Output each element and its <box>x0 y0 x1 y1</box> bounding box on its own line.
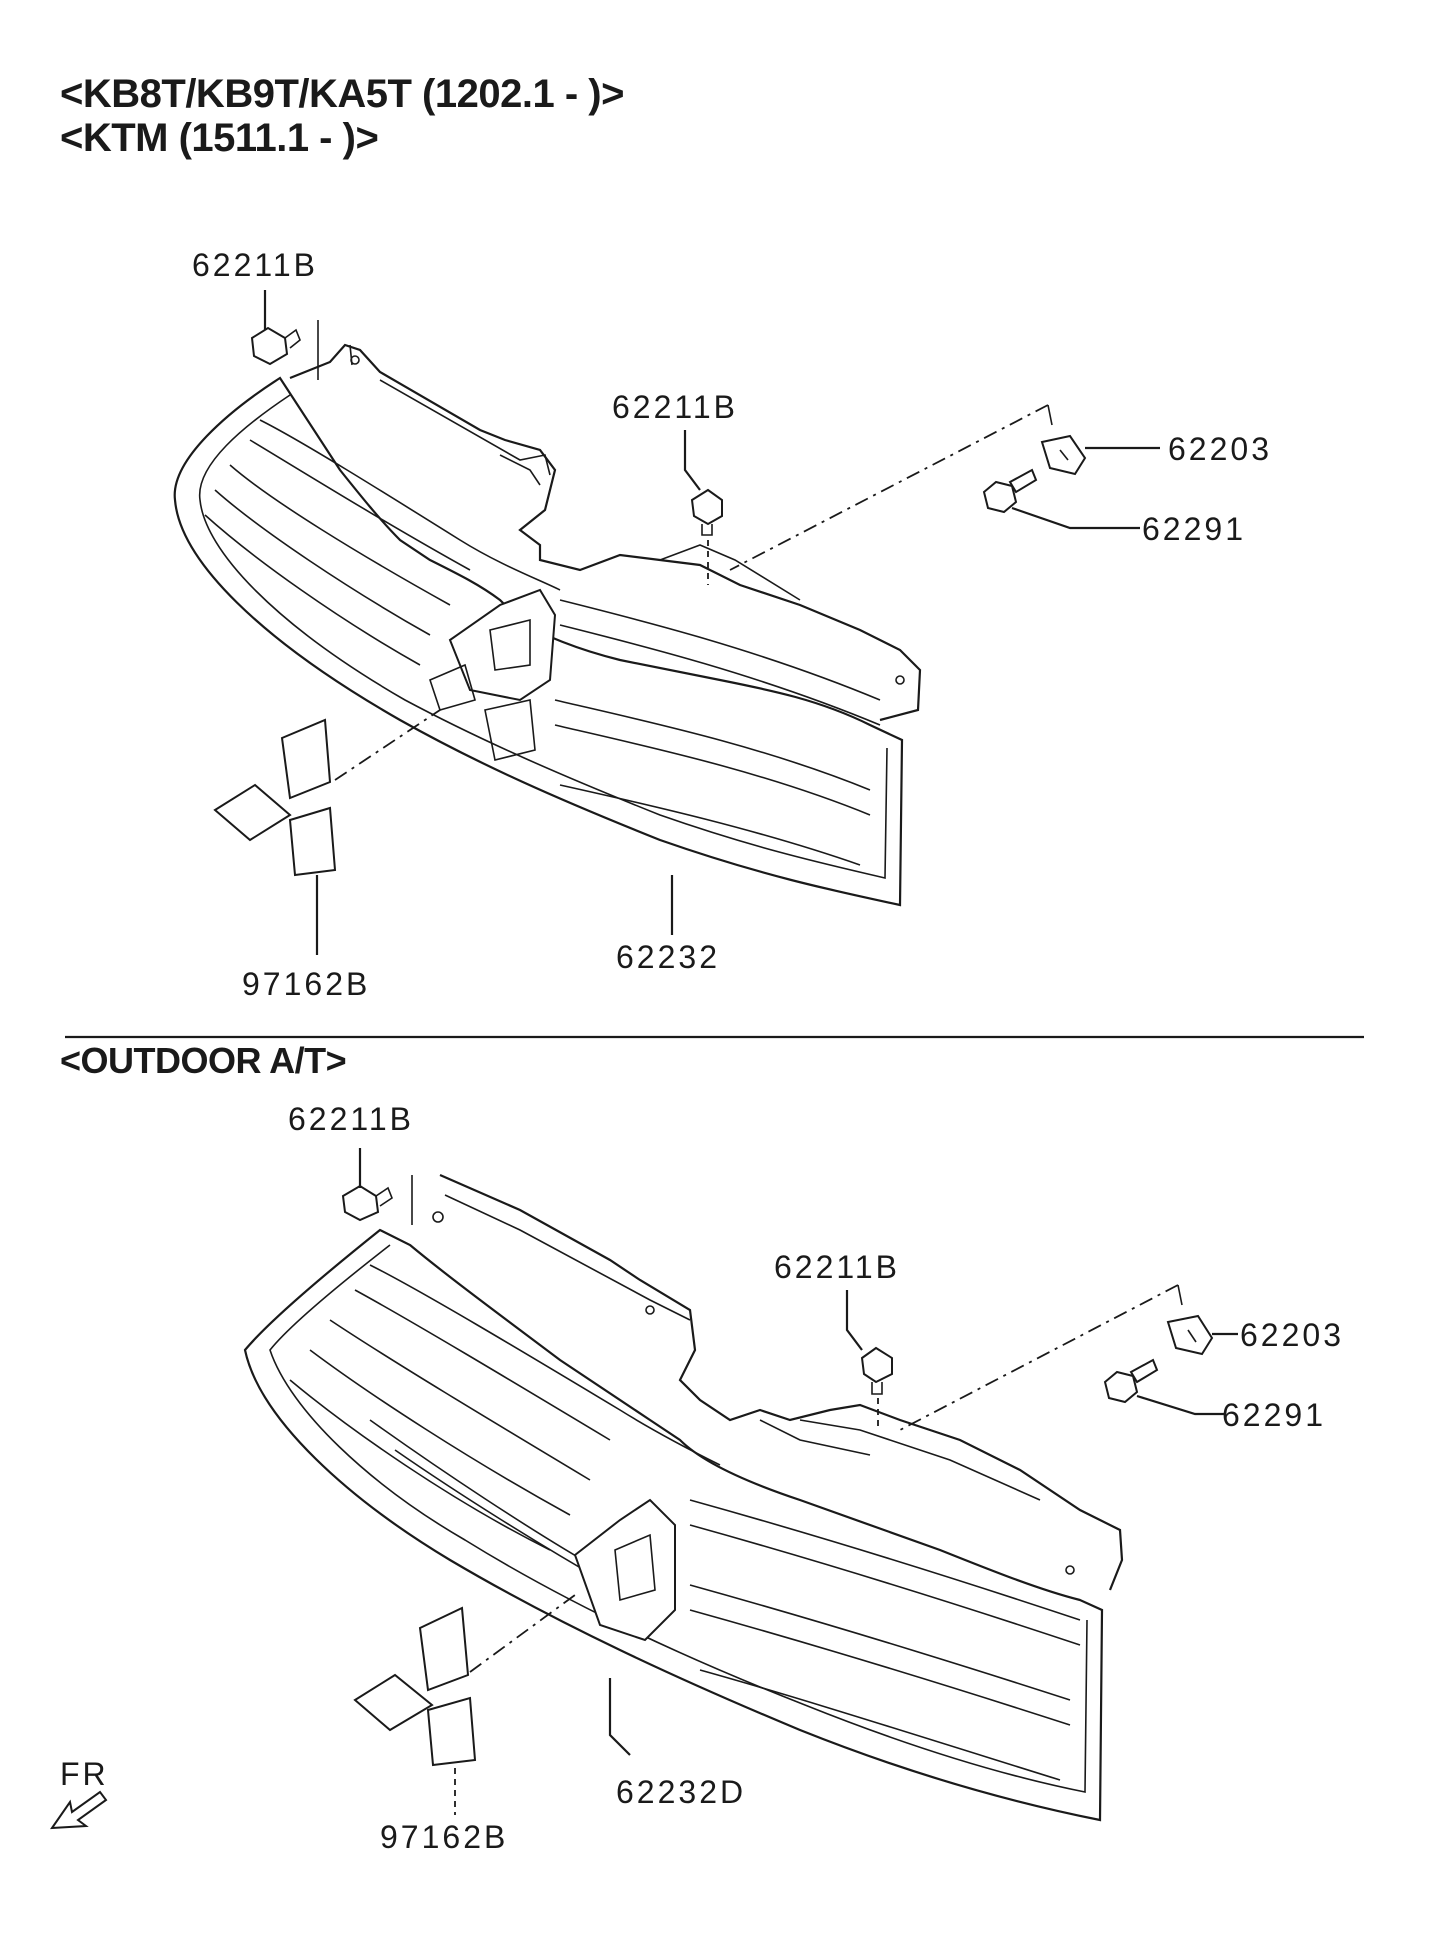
callout-emblem-bottom: 97162B <box>380 1819 508 1855</box>
grille-assembly-bottom <box>243 1173 1124 1822</box>
callout-clip-center-top: 62211B <box>612 389 738 425</box>
emblem-top-icon <box>213 718 337 877</box>
grille-assembly-top <box>173 343 922 907</box>
nut-top-icon <box>1040 434 1087 476</box>
front-orientation-label: FR <box>60 1756 109 1792</box>
callout-bolt-bottom: 62291 <box>1222 1397 1326 1433</box>
callout-clip-left-bottom: 62211B <box>288 1101 414 1137</box>
clip-center-bottom-icon <box>860 1346 893 1395</box>
section-heading-top-line1: <KB8T/KB9T/KA5T (1202.1 - )> <box>60 72 624 116</box>
clip-left-bottom-icon <box>341 1184 393 1222</box>
callout-clip-left-top: 62211B <box>192 247 318 283</box>
callout-grille-bottom: 62232D <box>616 1774 746 1810</box>
clip-center-top-icon <box>690 488 723 536</box>
front-arrow-icon <box>50 1790 108 1830</box>
section-heading-outdoor: <OUTDOOR A/T> <box>60 1040 347 1081</box>
callout-emblem-top: 97162B <box>242 966 370 1002</box>
nut-bottom-icon <box>1166 1314 1214 1356</box>
emblem-bottom-icon <box>353 1606 477 1767</box>
callout-clip-center-bottom: 62211B <box>774 1249 900 1285</box>
callout-nut-top: 62203 <box>1168 431 1272 467</box>
section-heading-top-line2: <KTM (1511.1 - )> <box>60 116 379 160</box>
clip-left-top-icon <box>250 326 301 366</box>
bolt-bottom-icon <box>1103 1358 1159 1404</box>
callout-nut-bottom: 62203 <box>1240 1317 1344 1353</box>
callout-bolt-top: 62291 <box>1142 511 1246 547</box>
callout-grille-top: 62232 <box>616 939 720 975</box>
bolt-top-icon <box>982 468 1038 514</box>
